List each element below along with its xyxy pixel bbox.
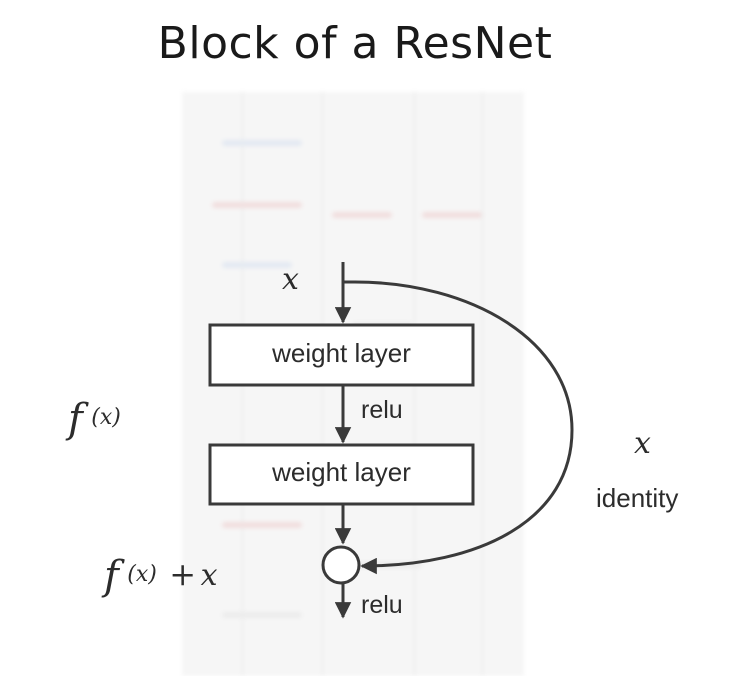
fx-plus-x-label: f (x) + x	[104, 553, 217, 599]
weight-layer-2-box	[208, 443, 475, 506]
sum-plus: +	[169, 555, 197, 593]
weight-layer-1-box	[208, 323, 475, 387]
identity-label: identity	[596, 483, 679, 513]
fx-arg: (x)	[91, 405, 121, 430]
page-title: Block of a ResNet	[157, 18, 553, 69]
sum-fn: f	[104, 553, 119, 599]
sum-x: x	[200, 558, 218, 593]
sum-arg: (x)	[127, 562, 157, 587]
relu-mid-label: relu	[361, 396, 403, 424]
weight-layer-2-label: weight layer	[272, 457, 411, 487]
weight-layer-1-label: weight layer	[272, 338, 411, 368]
relu-out-label: relu	[361, 591, 403, 619]
addition-node	[321, 545, 361, 585]
skip-x-label: x	[634, 426, 651, 461]
identity-skip-arrow	[343, 280, 574, 575]
fx-label: f (x)	[68, 396, 121, 442]
fx-fn: f	[68, 396, 83, 442]
input-x-label: x	[282, 262, 299, 297]
